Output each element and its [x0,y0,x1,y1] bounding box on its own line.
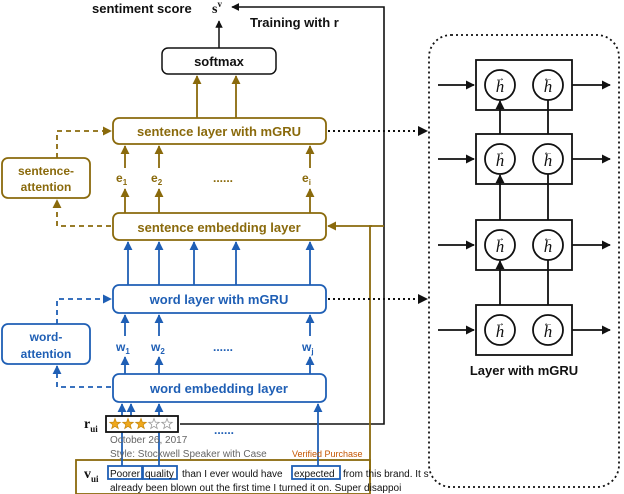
mgru-forward-arrow-glyph: → [495,318,505,329]
rating-star-4 [147,417,161,430]
review-style: Style: Stockwell Speaker with Case [110,449,267,460]
review-dots: ...... [214,423,234,437]
mgru-backward-arrow-glyph: ← [543,73,553,84]
sentence-embedding-label: sentence embedding layer [137,220,300,235]
word-attention-to-layer-dashed [56,294,112,324]
review-word-quality: quality [145,469,174,480]
mgru-forward-arrow-glyph: → [495,147,505,158]
mgru-forward-h: h [496,322,505,341]
word-vector-wj: wj [301,340,314,356]
word-vector-dots: ...... [213,340,233,354]
mgru-backward-arrow-glyph: ← [543,147,553,158]
sentence-embedding-box [112,212,327,241]
mgru-forward-h: h [496,151,505,170]
sentence-attention-to-layer-dashed [56,126,112,158]
mgru-forward-h: h [496,77,505,96]
softmax-label: softmax [194,54,245,69]
word-embedding-box [112,373,327,403]
word-box-expected [291,465,341,480]
output-label: sentiment score [92,1,192,16]
word-vector-w1: w1 [115,340,130,356]
mgru-forward-arrow-glyph: → [495,233,505,244]
review-word-expected: expected [294,469,335,480]
review-word-rest: from this brand. It s [343,469,429,480]
sentence-embedding-to-attention-dashed [52,199,111,227]
word-attention-label-2: attention [21,347,72,361]
review-to-sentence-embedding-frame [369,225,384,480]
review-frame-box [75,459,371,494]
output-symbol: sv [212,0,222,17]
rating-star-5 [160,417,174,430]
mgru-forward-h: h [496,237,505,256]
sentence-vector-e2: e2 [151,171,163,187]
review-verified: Verified Purchase [292,449,363,459]
word-layer-label: word layer with mGRU [149,292,289,307]
rating-star-3 [134,417,148,430]
mgru-panel-caption: Layer with mGRU [470,363,578,378]
word-box-poorer [107,465,143,480]
mgru-backward-node [532,314,564,346]
softmax-box [161,47,277,75]
rating-star-1 [108,417,122,430]
sentence-layer-label: sentence layer with mGRU [137,124,301,139]
word-vector-w2: w2 [150,340,165,356]
word-embedding-to-attention-dashed [52,365,111,388]
review-line-2: already been blown out the first time I … [110,483,401,494]
mgru-backward-h: h [544,237,553,256]
mgru-backward-h: h [544,151,553,170]
mgru-forward-node [484,229,516,261]
review-date: October 26, 2017 [110,435,188,446]
mgru-forward-node [484,143,516,175]
word-box-quality [142,465,178,480]
mgru-rows: h→h←h→h←h→h←h→h← [438,59,611,356]
sentence-vector-dots: ...... [213,171,233,185]
sentence-layer-box [112,117,327,145]
mgru-forward-node [484,69,516,101]
training-feedback-arrow [180,3,385,425]
word-attention-label-1: word- [29,330,63,344]
review-word-middle: than I ever would have [182,469,283,480]
word-attention-box [1,323,91,365]
mgru-backward-arrow-glyph: ← [543,318,553,329]
review-text-label: vui [84,467,99,484]
sentence-vector-e1: e1 [116,171,128,187]
word-layer-box [112,284,327,314]
rating-star-2 [121,417,135,430]
review-word-poorer: Poorer [110,469,141,480]
rating-label: rui [84,417,98,434]
word-embedding-label: word embedding layer [149,381,288,396]
mgru-panel [428,34,620,488]
mgru-backward-arrow-glyph: ← [543,233,553,244]
sentence-vector-ei: ei [302,171,311,187]
sentence-attention-box [1,157,91,199]
training-label: Training with r [250,15,339,30]
mgru-backward-h: h [544,322,553,341]
mgru-forward-arrow-glyph: → [495,73,505,84]
sentence-attention-label-1: sentence- [18,164,74,178]
mgru-backward-h: h [544,77,553,96]
sentence-attention-label-2: attention [21,180,72,194]
rating-stars [108,417,174,430]
mgru-forward-node [484,314,516,346]
